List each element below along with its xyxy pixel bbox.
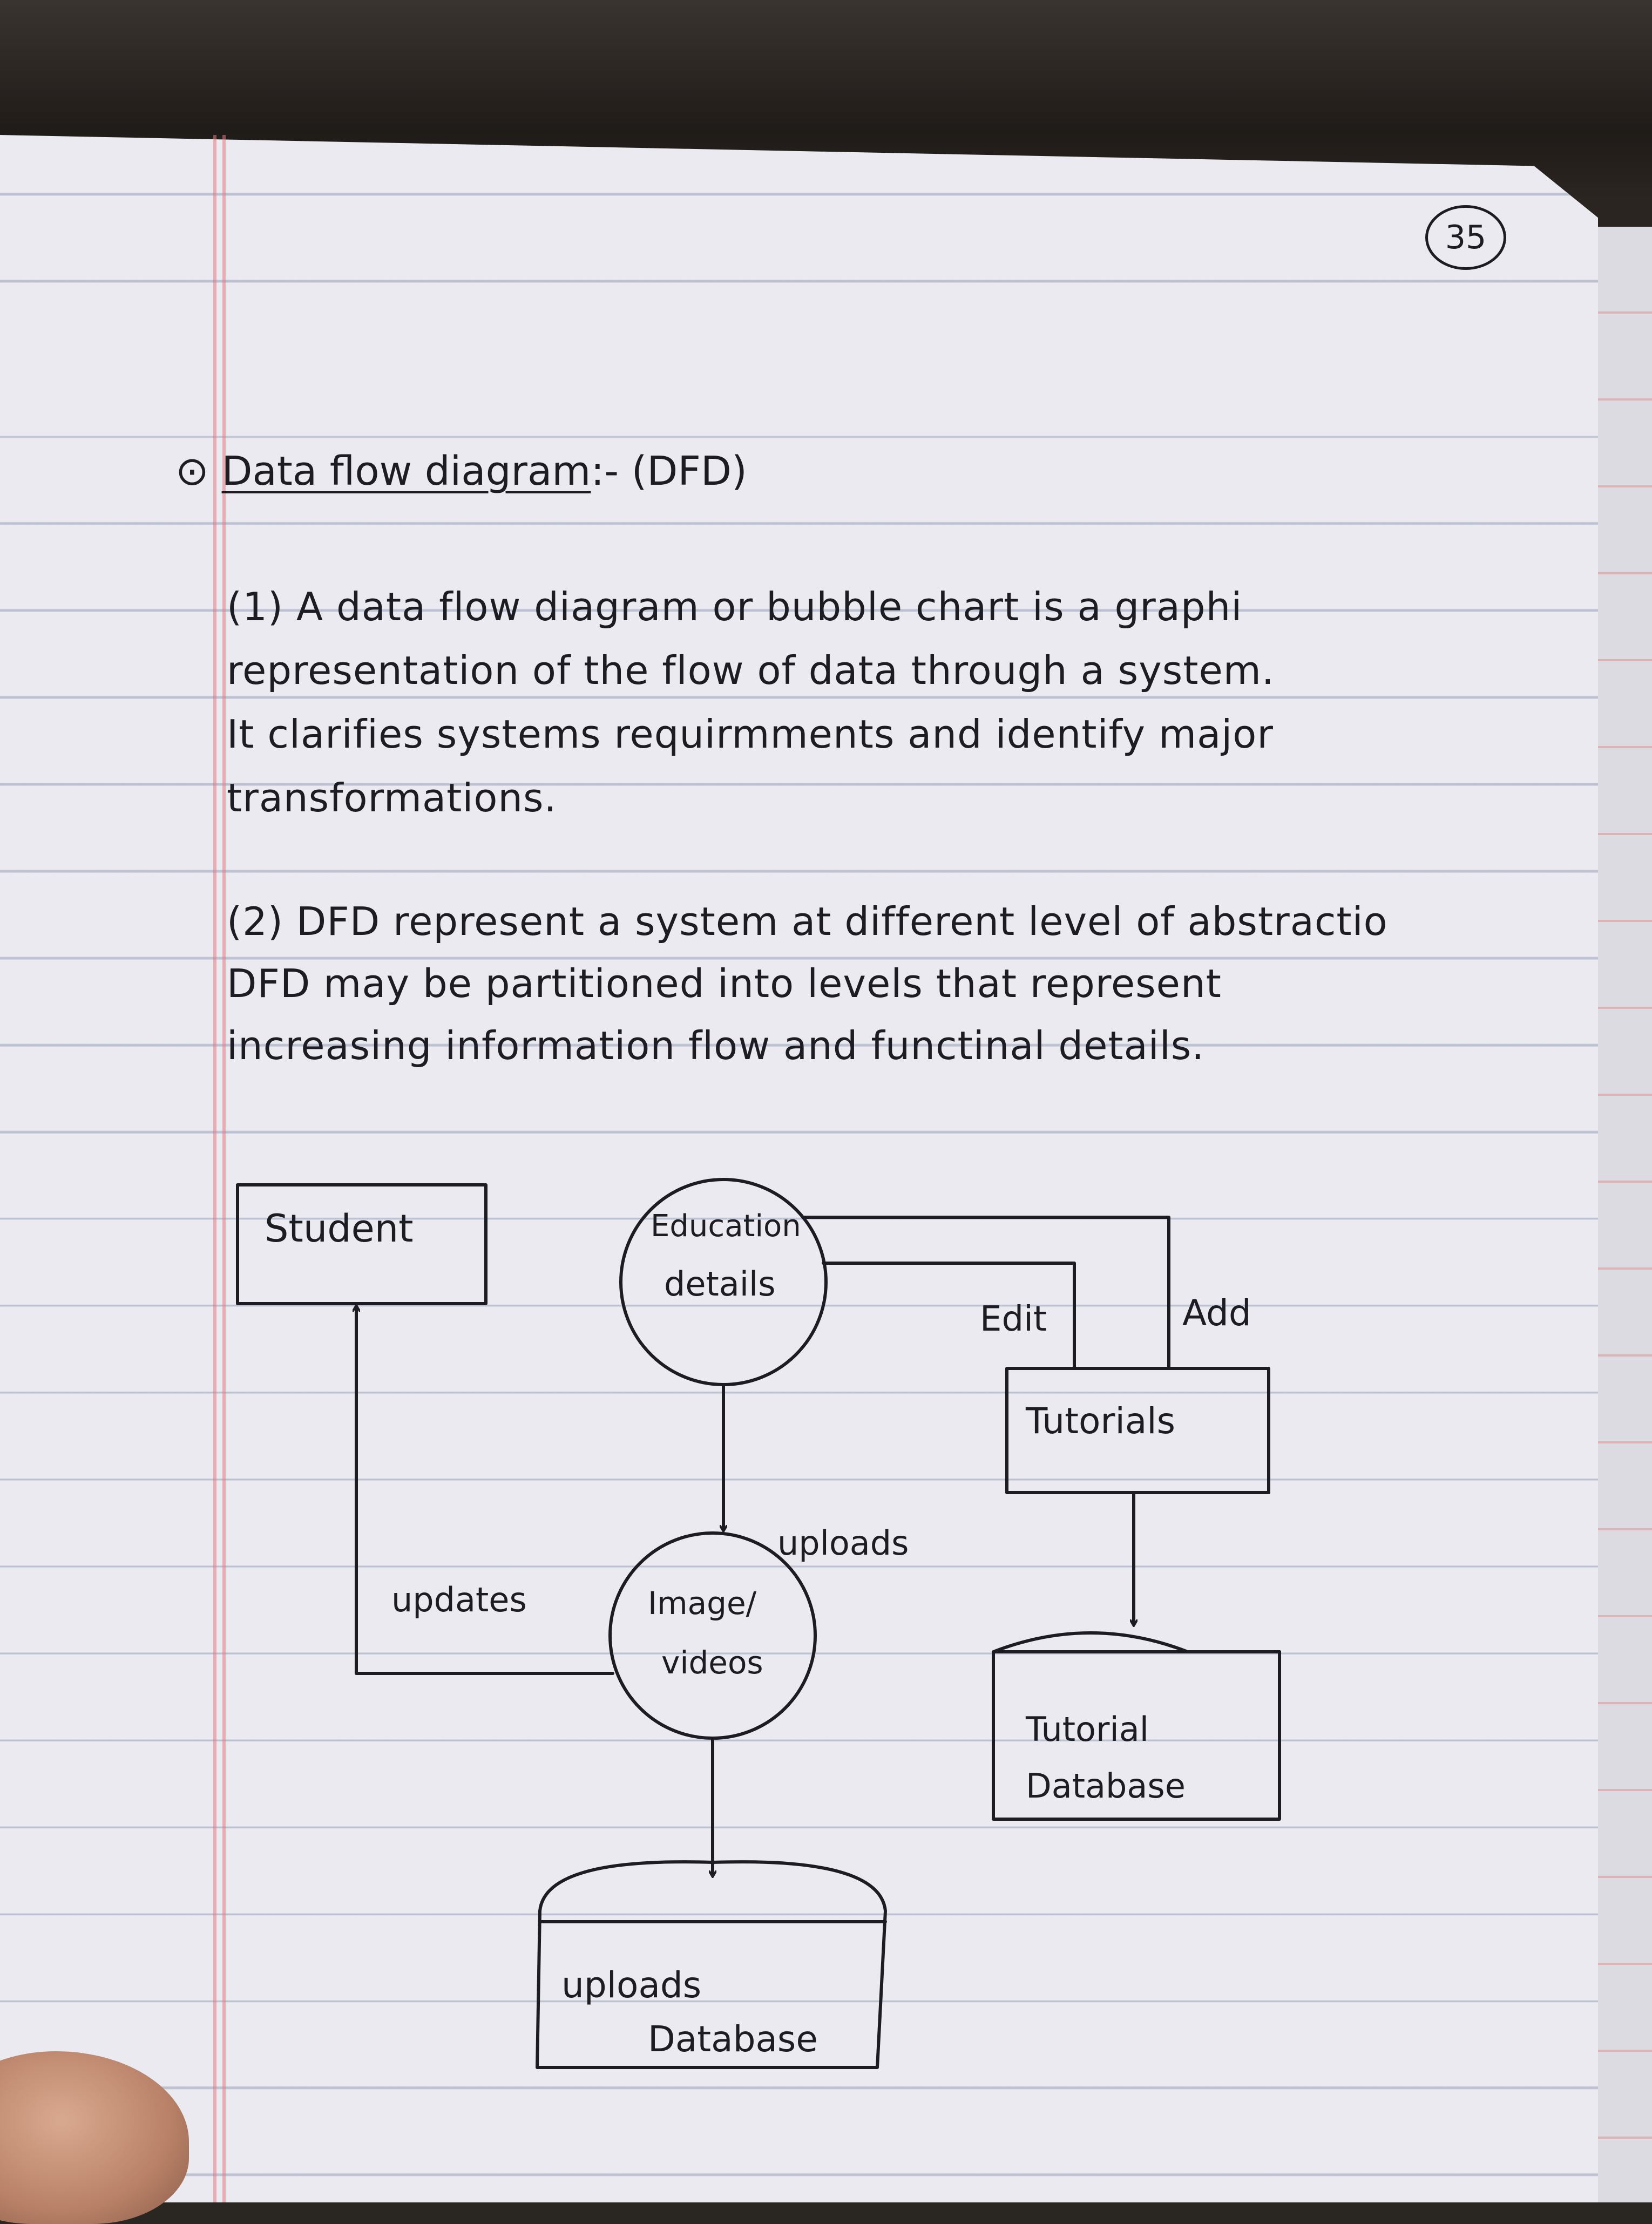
- uploads-database-label-line-2: Database: [648, 2018, 818, 2060]
- paragraph-2-line-2: DFD may be partitioned into levels that …: [227, 961, 1222, 1006]
- student-entity: [236, 1183, 488, 1305]
- edit-flow-label: Edit: [980, 1299, 1047, 1339]
- notebook-page: [0, 135, 1598, 2202]
- education-label-line-1: Education: [651, 1209, 801, 1244]
- margin-line: [222, 135, 226, 2202]
- tutorials-entity: [1005, 1367, 1270, 1494]
- tutorials-label: Tutorials: [1025, 1400, 1175, 1442]
- paragraph-1-line-3: It clarifies systems requirmments and id…: [227, 711, 1274, 757]
- education-label-line-2: details: [664, 1264, 776, 1304]
- paragraph-1-line-1: (1) A data flow diagram or bubble chart …: [227, 584, 1243, 629]
- tutorial-database-label-line-2: Database: [1026, 1766, 1186, 1806]
- uploads-flow-label: uploads: [777, 1523, 909, 1563]
- student-label: Student: [265, 1206, 414, 1251]
- margin-line: [213, 135, 216, 2202]
- section-heading: ⊙ Data flow diagram:- (DFD): [175, 448, 747, 494]
- paragraph-2-line-3: increasing information flow and functina…: [227, 1023, 1205, 1068]
- add-flow-label: Add: [1182, 1292, 1251, 1334]
- page-number: 35: [1425, 205, 1506, 270]
- add-flow: [803, 1216, 1170, 1370]
- uploads-database-store: [536, 1860, 887, 2069]
- tutorial-database-label-line-1: Tutorial: [1025, 1710, 1149, 1749]
- image-videos-process: [608, 1531, 817, 1740]
- image-videos-label-line-1: Image/: [648, 1585, 757, 1622]
- updates-flow: [356, 1306, 614, 1675]
- heading-suffix: :- (DFD): [591, 448, 747, 494]
- edit-flow: [822, 1262, 1076, 1370]
- heading-bullet: ⊙: [175, 448, 209, 494]
- paragraph-1-line-2: representation of the flow of data throu…: [227, 648, 1275, 693]
- image-videos-label-line-2: videos: [661, 1644, 763, 1681]
- paragraph-2-line-1: (2) DFD represent a system at different …: [227, 899, 1388, 944]
- paragraph-1-line-4: transformations.: [227, 775, 557, 821]
- heading-title: Data flow diagram: [221, 448, 591, 494]
- uploads-database-label-line-1: uploads: [561, 1964, 701, 2006]
- updates-flow-label: updates: [391, 1580, 527, 1619]
